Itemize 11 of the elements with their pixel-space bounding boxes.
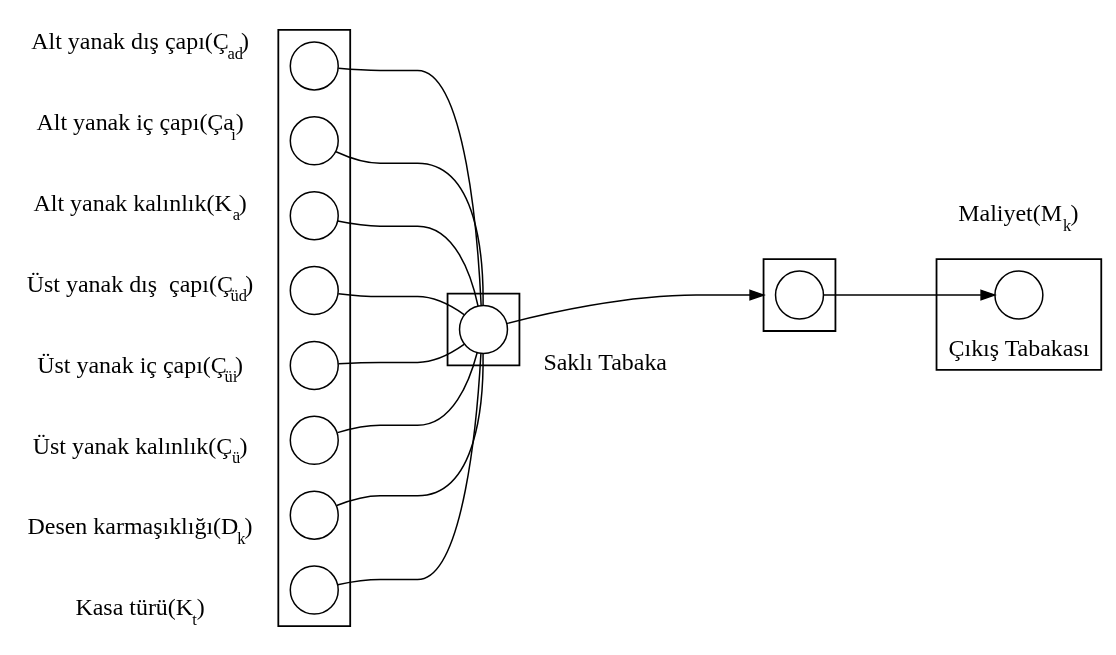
node-label: Üst yanak kalınlık(Ç$_{ü}$) <box>32 432 248 467</box>
node-label: Üst yanak iç çapı(Ç$_{üi}$) <box>37 351 243 386</box>
node-label: Üst yanak dış çapı(Ç$_{üd}$) <box>26 270 254 305</box>
node-label: Alt yanak iç çapı(Ça$_{i}$) <box>36 108 244 144</box>
node-label: Çıkış Tabakası <box>948 334 1090 361</box>
node-label: Maliyet(M$_{k}$) <box>958 199 1079 235</box>
node-label: Alt yanak kalınlık(K$_{a}$) <box>33 189 247 224</box>
label: Saklı Tabaka <box>543 348 668 375</box>
node-label: Kasa türü(K$_{t}$) <box>75 593 205 629</box>
node-label: Desen karmaşıklığı(D$_{k}$) <box>27 512 253 548</box>
node-label: Alt yanak dış çapı(Ç$_{ad}$) <box>31 27 249 63</box>
